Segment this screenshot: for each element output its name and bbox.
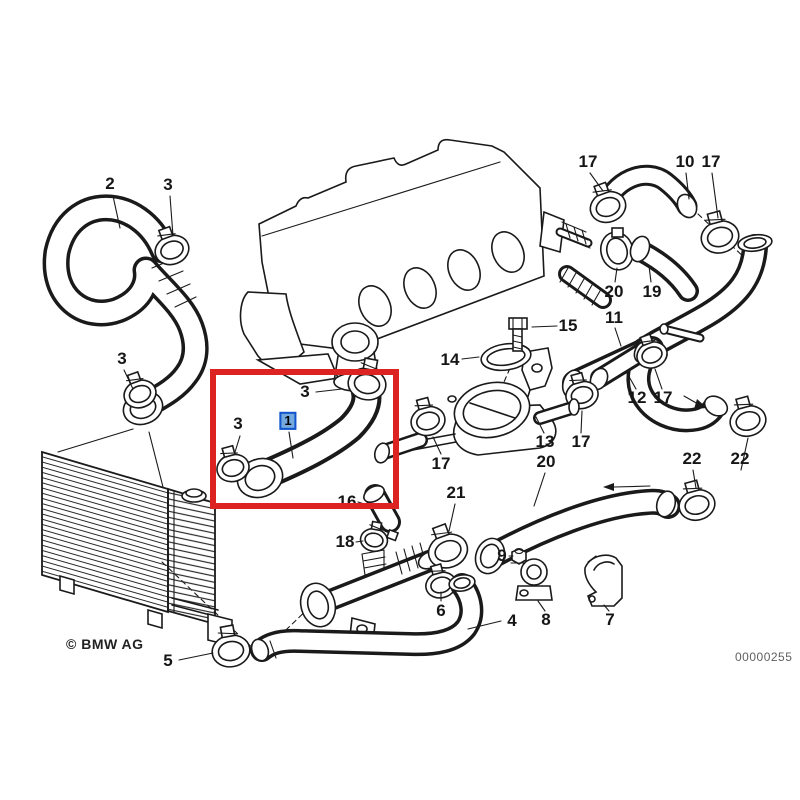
bolt-15 bbox=[508, 317, 528, 352]
clamp-22-right bbox=[723, 392, 771, 441]
thermostat-housing bbox=[373, 317, 580, 464]
copyright-text: © BMW AG bbox=[66, 636, 144, 652]
engine-block bbox=[239, 138, 593, 392]
bracket-7 bbox=[584, 554, 623, 607]
bottom-assembly bbox=[207, 484, 623, 671]
radiator bbox=[41, 450, 233, 648]
image-number: 00000255 bbox=[735, 650, 793, 664]
clamp-17-left bbox=[404, 393, 449, 440]
clip-8 bbox=[515, 558, 553, 601]
hose-2 bbox=[42, 194, 209, 426]
highlight-box bbox=[210, 369, 399, 509]
hose-11-assembly bbox=[558, 164, 773, 441]
leader-lines bbox=[112, 172, 749, 661]
hose-20 bbox=[474, 476, 720, 575]
clamp-17-top-right bbox=[694, 206, 744, 258]
water-pipe bbox=[299, 542, 443, 644]
nut-9 bbox=[510, 547, 528, 565]
hose-4 bbox=[250, 573, 484, 662]
hose-1 bbox=[211, 355, 391, 499]
